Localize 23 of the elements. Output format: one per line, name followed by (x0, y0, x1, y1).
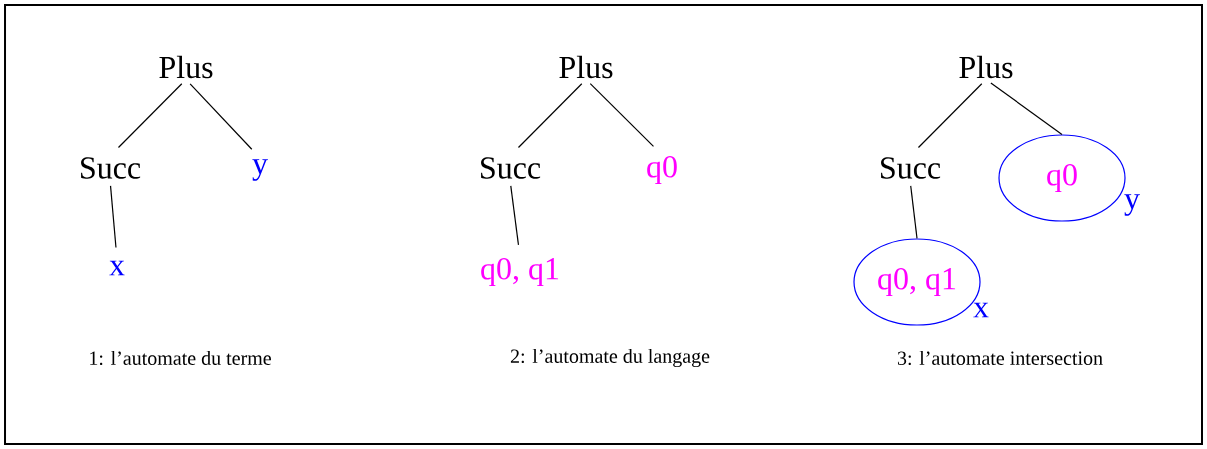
tree-branch (917, 83, 983, 149)
variable-label: y (1124, 194, 1140, 216)
tree-label: Plus (559, 55, 613, 79)
tree-label: Plus (959, 55, 1013, 79)
caption: 2: l’automate du langage (510, 348, 710, 368)
tree-label: q0 (647, 155, 677, 185)
tree-branch (510, 185, 520, 246)
tree-label: Succ (481, 157, 541, 179)
tree-label: Succ (81, 157, 141, 179)
tree-branch (189, 83, 253, 150)
tree-label: x (109, 260, 125, 276)
tree-label: Succ (881, 157, 941, 179)
tree-branch (910, 185, 918, 239)
caption: 3: l’automate intersection (897, 350, 1103, 366)
tree-label: y (252, 159, 268, 181)
tree-branch (117, 83, 183, 149)
tree-branch (589, 83, 655, 147)
caption: 1: l’automate du terme (90, 350, 271, 366)
tree-label: Plus (159, 55, 213, 79)
tree-branch (517, 83, 583, 149)
tree-label: q0, q1 (481, 257, 559, 287)
tree-branch (990, 82, 1063, 135)
tree-branch (109, 185, 117, 249)
